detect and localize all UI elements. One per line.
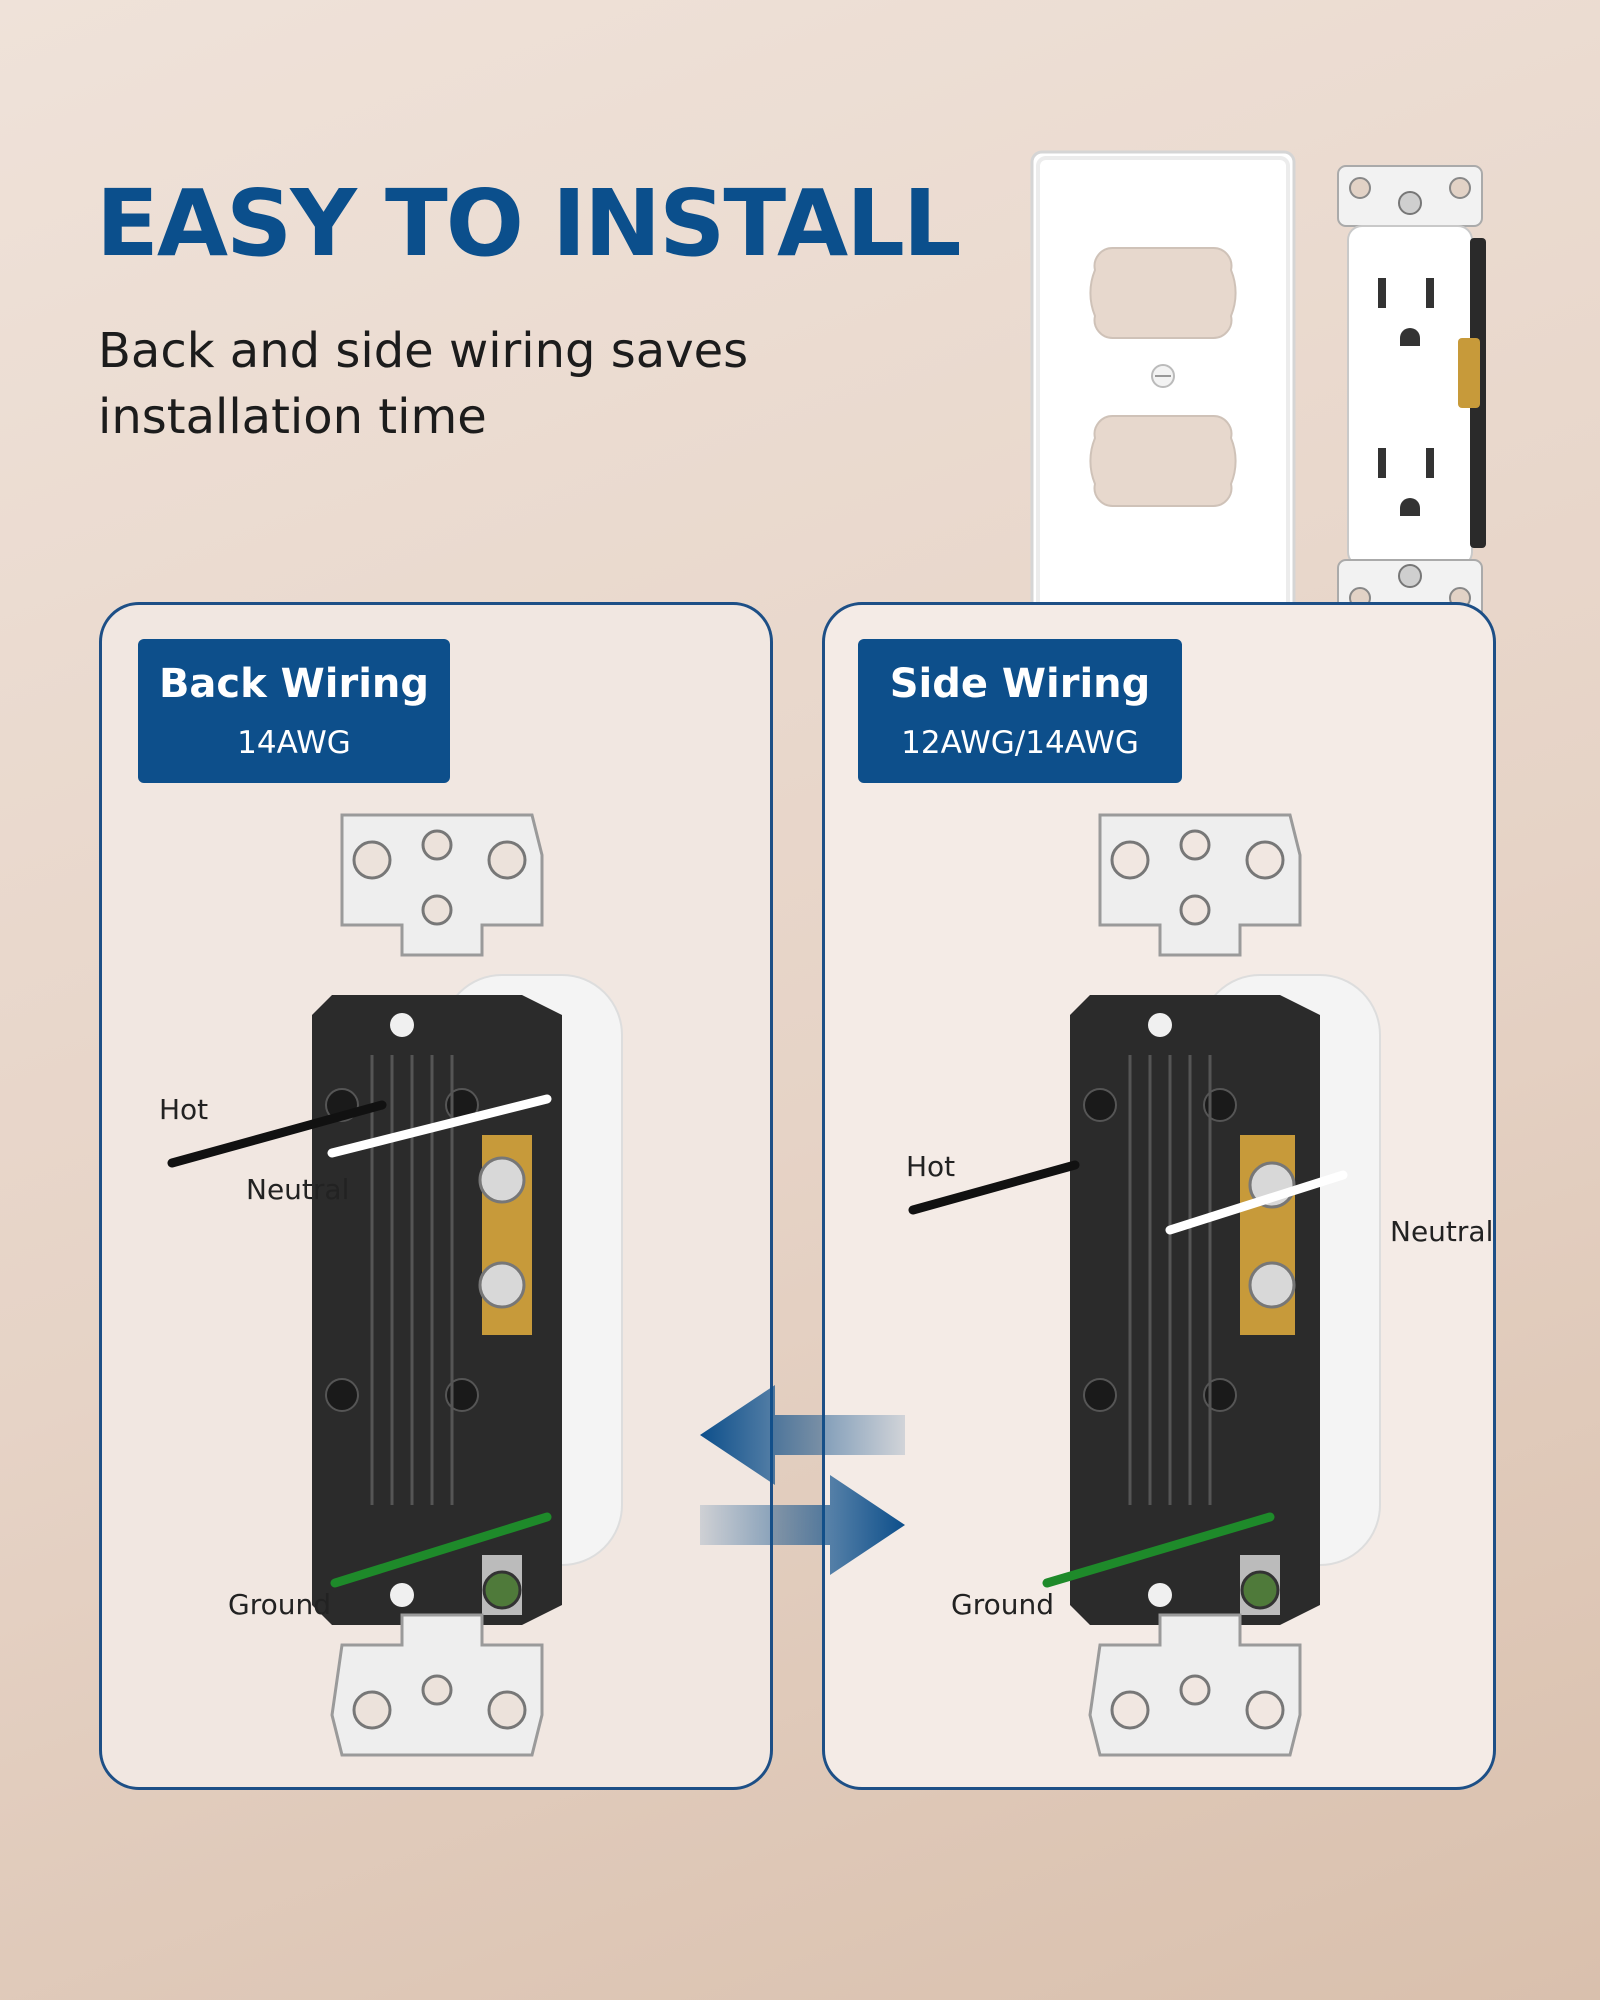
hot-label: Hot bbox=[906, 1150, 956, 1183]
side-wiring-panel: Side Wiring 12AWG/14AWG bbox=[822, 602, 1496, 1790]
back-wiring-receptacle-illustration bbox=[312, 813, 623, 1757]
hot-label: Hot bbox=[159, 1093, 209, 1126]
ground-wire bbox=[1042, 1512, 1275, 1588]
hot-wire bbox=[908, 1160, 1080, 1215]
back-wiring-spec: 14AWG bbox=[237, 725, 351, 761]
back-wiring-badge: Back Wiring 14AWG bbox=[138, 639, 450, 783]
page-subtitle: Back and side wiring saves installation … bbox=[98, 323, 749, 445]
side-wiring-title: Side Wiring bbox=[889, 661, 1151, 707]
neutral-label: Neutral bbox=[246, 1173, 350, 1206]
side-wiring-badge: Side Wiring 12AWG/14AWG bbox=[858, 639, 1182, 783]
page-title: EASY TO INSTALL bbox=[96, 170, 961, 277]
hot-wire bbox=[167, 1100, 387, 1168]
neutral-label: Neutral bbox=[1390, 1215, 1494, 1248]
back-wiring-wires bbox=[167, 1094, 552, 1588]
swap-arrows-icon bbox=[700, 1385, 905, 1575]
back-wiring-title: Back Wiring bbox=[158, 661, 430, 707]
neutral-wire bbox=[327, 1094, 552, 1158]
ground-label: Ground bbox=[228, 1588, 331, 1621]
ground-label: Ground bbox=[951, 1588, 1054, 1621]
wall-plate-illustration bbox=[1030, 150, 1296, 626]
neutral-wire bbox=[1165, 1170, 1348, 1235]
side-wiring-wires bbox=[908, 1160, 1348, 1588]
ground-wire bbox=[330, 1512, 552, 1588]
side-wiring-spec: 12AWG/14AWG bbox=[901, 725, 1139, 761]
back-wiring-panel: Back Wiring 14AWG bbox=[99, 602, 773, 1790]
receptacle-front-illustration bbox=[1337, 165, 1486, 621]
side-wiring-receptacle-illustration bbox=[1070, 813, 1381, 1757]
